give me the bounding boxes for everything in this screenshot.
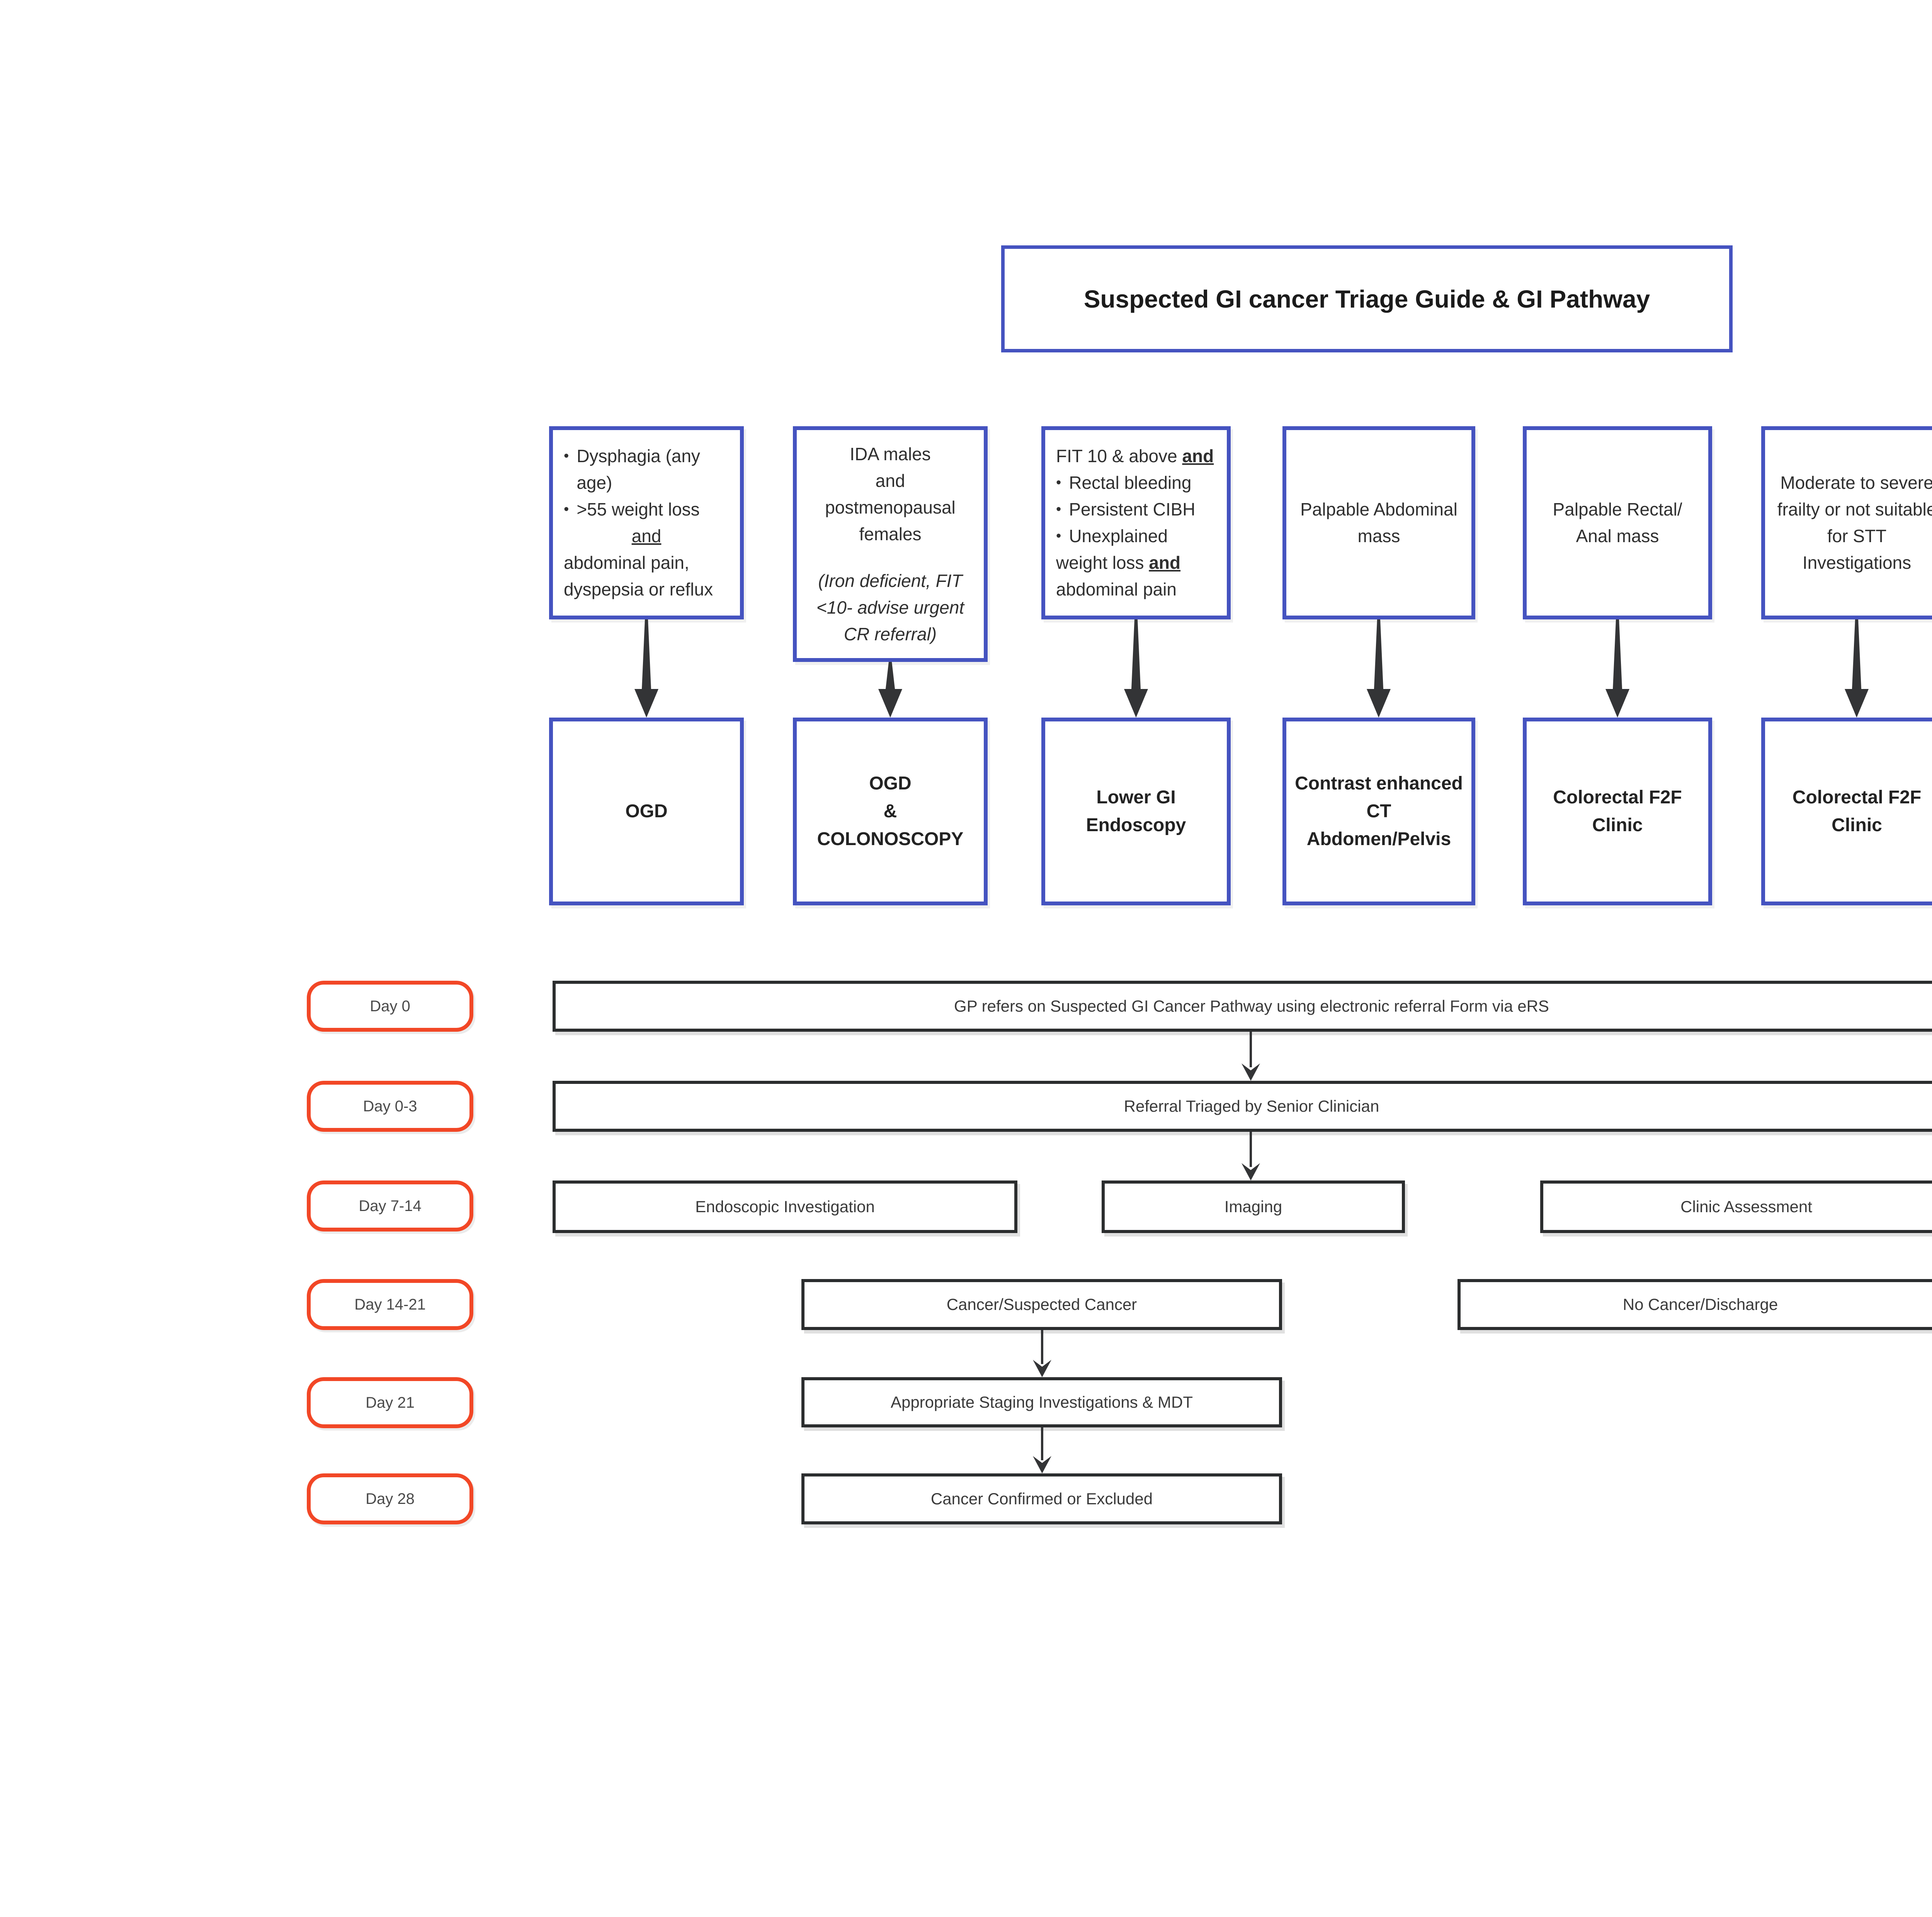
criteria-text: Rectal bleeding xyxy=(1069,473,1192,493)
action-text: Colorectal F2F Clinic xyxy=(1792,787,1922,835)
bullet-icon: • xyxy=(1056,528,1061,544)
action-text: & xyxy=(883,801,897,822)
timeline-text: GP refers on Suspected GI Cancer Pathway… xyxy=(954,997,1549,1015)
down-arrow[interactable] xyxy=(629,619,664,718)
criteria-text: Moderate to severe frailty or not suitab… xyxy=(1777,473,1932,573)
day-badge-0[interactable]: Day 0 xyxy=(307,981,473,1032)
criteria-text: abdominal pain xyxy=(1056,579,1177,599)
day-label: Day 0 xyxy=(370,997,410,1015)
criteria-text: FIT 10 & above xyxy=(1056,446,1177,466)
criteria-text: and xyxy=(1182,446,1214,466)
action-box-ogd-colonoscopy[interactable]: OGD & COLONOSCOPY xyxy=(793,718,988,905)
timeline-text: Appropriate Staging Investigations & MDT xyxy=(890,1393,1193,1411)
day-label: Day 28 xyxy=(366,1490,415,1507)
criteria-text: Dysphagia (any age) xyxy=(577,446,700,493)
down-arrow[interactable] xyxy=(1839,619,1874,718)
criteria-line: FIT 10 & above and xyxy=(1056,443,1214,469)
criteria-box-rectal-anal-mass[interactable]: Palpable Rectal/ Anal mass xyxy=(1523,426,1712,619)
criteria-note: (Iron deficient, FIT <10- advise urgent … xyxy=(816,570,964,644)
down-arrow[interactable] xyxy=(1239,1032,1262,1081)
down-arrow[interactable] xyxy=(1031,1427,1054,1473)
timeline-text: Cancer Confirmed or Excluded xyxy=(930,1490,1153,1508)
criteria-box-abdominal-mass[interactable]: Palpable Abdominal mass xyxy=(1282,426,1475,619)
bullet-row: • Dysphagia (any age) xyxy=(564,443,729,496)
criteria-text: and xyxy=(875,470,905,491)
bullet-row: • >55 weight loss xyxy=(564,496,700,523)
criteria-box-fit10[interactable]: FIT 10 & above and • Rectal bleeding • Per… xyxy=(1041,426,1231,619)
day-label: Day 0-3 xyxy=(363,1097,417,1115)
down-arrow[interactable] xyxy=(1600,619,1635,718)
criteria-text: dyspepsia or reflux xyxy=(564,579,713,599)
action-text: Colorectal F2F Clinic xyxy=(1553,787,1682,835)
bullet-icon: • xyxy=(1056,475,1061,491)
timeline-text: No Cancer/Discharge xyxy=(1622,1295,1778,1313)
criteria-text: weight loss xyxy=(1056,553,1144,573)
criteria-text: Palpable Rectal/ Anal mass xyxy=(1553,499,1682,546)
criteria-text: Palpable Abdominal mass xyxy=(1300,499,1458,546)
page-title: Suspected GI cancer Triage Guide & GI Pa… xyxy=(1083,285,1650,313)
criteria-box-frailty[interactable]: Moderate to severe frailty or not suitab… xyxy=(1761,426,1932,619)
day-label: Day 14-21 xyxy=(354,1296,426,1313)
criteria-text: postmenopausal females xyxy=(825,497,956,544)
action-box-ct-abdomen-pelvis[interactable]: Contrast enhanced CT Abdomen/Pelvis xyxy=(1282,718,1475,905)
criteria-line: weight loss and xyxy=(1056,549,1180,576)
timeline-text: Imaging xyxy=(1224,1197,1282,1216)
timeline-text: Referral Triaged by Senior Clinician xyxy=(1124,1097,1379,1115)
criteria-text: IDA males xyxy=(850,444,931,464)
timeline-box-clinic[interactable]: Clinic Assessment xyxy=(1540,1180,1932,1233)
timeline-text: Clinic Assessment xyxy=(1680,1197,1812,1216)
day-label: Day 7-14 xyxy=(359,1197,422,1214)
timeline-box-no-cancer[interactable]: No Cancer/Discharge xyxy=(1458,1279,1932,1330)
timeline-text: Cancer/Suspected Cancer xyxy=(946,1295,1137,1313)
action-box-colorectal-f2f-2[interactable]: Colorectal F2F Clinic xyxy=(1761,718,1932,905)
bullet-icon: • xyxy=(564,448,569,464)
title-box[interactable]: Suspected GI cancer Triage Guide & GI Pa… xyxy=(1001,245,1733,352)
timeline-bar-triage[interactable]: Referral Triaged by Senior Clinician xyxy=(553,1081,1932,1132)
bullet-icon: • xyxy=(1056,501,1061,517)
criteria-text: Unexplained xyxy=(1069,526,1168,546)
action-text: OGD xyxy=(869,773,912,794)
criteria-text: and xyxy=(631,526,662,546)
criteria-text: >55 weight loss xyxy=(577,499,700,519)
action-text: COLONOSCOPY xyxy=(817,829,964,849)
timeline-box-staging-mdt[interactable]: Appropriate Staging Investigations & MDT xyxy=(801,1377,1282,1427)
timeline-box-cancer-suspected[interactable]: Cancer/Suspected Cancer xyxy=(801,1279,1282,1330)
action-box-colorectal-f2f-1[interactable]: Colorectal F2F Clinic xyxy=(1523,718,1712,905)
down-arrow[interactable] xyxy=(873,662,908,718)
timeline-box-imaging[interactable]: Imaging xyxy=(1102,1180,1405,1233)
timeline-text: Endoscopic Investigation xyxy=(695,1197,875,1216)
day-label: Day 21 xyxy=(366,1394,415,1411)
criteria-text: and xyxy=(1149,553,1181,573)
action-text: Lower GI Endoscopy xyxy=(1086,787,1186,835)
criteria-box-dysphagia[interactable]: • Dysphagia (any age) • >55 weight loss an… xyxy=(549,426,744,619)
day-badge-0-3[interactable]: Day 0-3 xyxy=(307,1081,473,1132)
timeline-bar-gp-refers[interactable]: GP refers on Suspected GI Cancer Pathway… xyxy=(553,981,1932,1032)
criteria-text: abdominal pain, xyxy=(564,553,689,573)
day-badge-28[interactable]: Day 28 xyxy=(307,1473,473,1524)
criteria-text: Persistent CIBH xyxy=(1069,499,1196,519)
down-arrow[interactable] xyxy=(1119,619,1153,718)
action-text: Contrast enhanced CT Abdomen/Pelvis xyxy=(1295,773,1463,849)
bullet-row: • Persistent CIBH xyxy=(1056,496,1196,523)
day-badge-21[interactable]: Day 21 xyxy=(307,1377,473,1428)
action-box-ogd[interactable]: OGD xyxy=(549,718,744,905)
action-text: OGD xyxy=(625,801,668,822)
bullet-row: • Rectal bleeding xyxy=(1056,469,1191,496)
timeline-box-confirmed-excluded[interactable]: Cancer Confirmed or Excluded xyxy=(801,1473,1282,1524)
day-badge-7-14[interactable]: Day 7-14 xyxy=(307,1180,473,1232)
bullet-row: • Unexplained xyxy=(1056,523,1168,549)
down-arrow[interactable] xyxy=(1239,1132,1262,1180)
down-arrow[interactable] xyxy=(1031,1330,1054,1377)
action-box-lower-gi-endoscopy[interactable]: Lower GI Endoscopy xyxy=(1041,718,1231,905)
down-arrow[interactable] xyxy=(1361,619,1396,718)
day-badge-14-21[interactable]: Day 14-21 xyxy=(307,1279,473,1330)
timeline-box-endoscopic[interactable]: Endoscopic Investigation xyxy=(553,1180,1017,1233)
criteria-box-ida[interactable]: IDA males and postmenopausal females (Ir… xyxy=(793,426,988,662)
bullet-icon: • xyxy=(564,501,569,517)
